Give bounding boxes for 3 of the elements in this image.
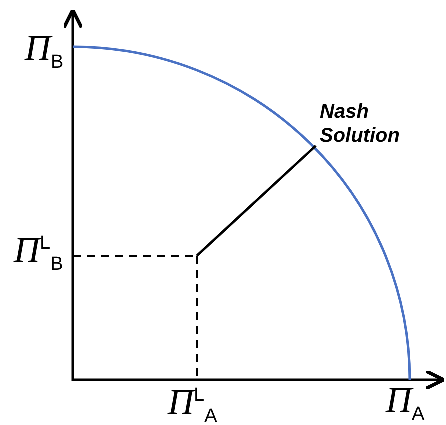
axis-label: Π$_{A}$ (386, 382, 425, 424)
axis-label: Π$_{B}$ (25, 30, 64, 72)
point-label: Nash Solution (320, 100, 401, 148)
